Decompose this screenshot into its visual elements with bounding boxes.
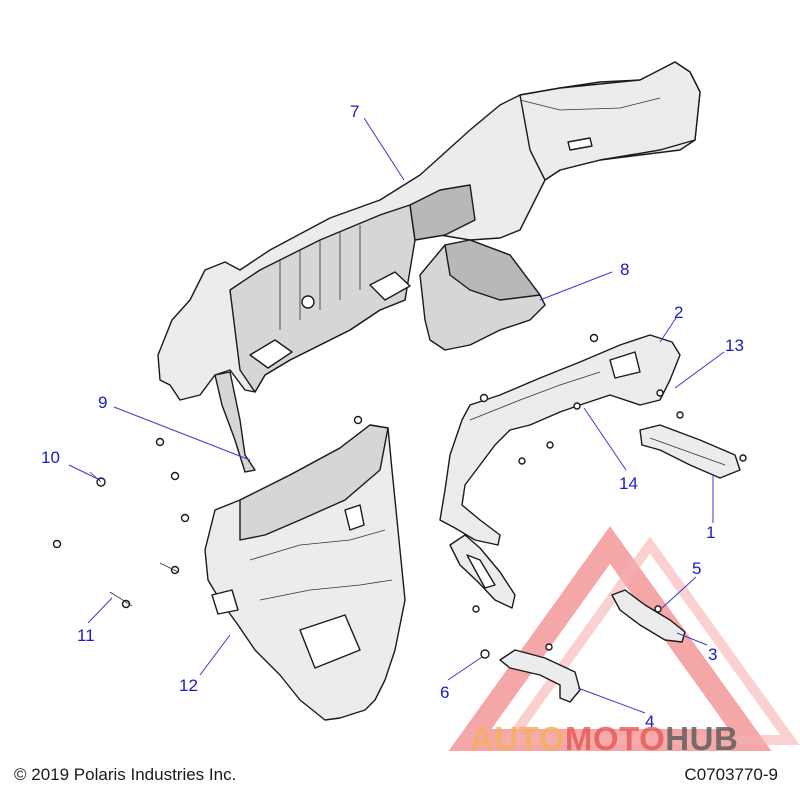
part-2-bracket <box>439 334 681 546</box>
callout-3: 3 <box>708 645 717 664</box>
callout-13: 13 <box>725 336 744 355</box>
callout-10: 10 <box>41 448 60 467</box>
copyright-text: © 2019 Polaris Industries Inc. <box>14 765 237 784</box>
part-3-bracket <box>611 589 686 643</box>
callout-labels: 1 2 3 4 5 6 7 8 9 10 11 12 13 14 <box>41 102 744 731</box>
part-4-bracket <box>499 649 581 703</box>
callout-12: 12 <box>179 676 198 695</box>
watermark-moto: MOTO <box>564 720 666 757</box>
bolt-5 <box>654 605 662 613</box>
fasteners <box>52 333 747 659</box>
callout-14: 14 <box>619 474 638 493</box>
diagram-code: C0703770-9 <box>684 765 778 784</box>
bolt-6 <box>480 649 490 659</box>
leader-lines <box>68 117 725 714</box>
part-7-panel <box>157 61 701 473</box>
part-12-lower-cover <box>204 424 406 721</box>
callout-11: 11 <box>77 626 95 645</box>
callout-9: 9 <box>98 393 107 412</box>
part-8-bracket <box>419 239 546 351</box>
callout-8: 8 <box>620 260 629 279</box>
callout-6: 6 <box>440 683 449 702</box>
callout-5: 5 <box>692 559 701 578</box>
watermark-text: AUTOMOTOHUB <box>470 720 738 758</box>
part-1-bracket <box>639 424 741 479</box>
part-bracket-lower-left <box>449 534 516 609</box>
callout-4: 4 <box>645 712 654 731</box>
callout-2: 2 <box>674 303 683 322</box>
watermark-hub: HUB <box>665 720 739 757</box>
watermark-auto: AUTO <box>470 720 565 757</box>
watermark-logo <box>448 526 800 751</box>
callout-7: 7 <box>350 102 359 121</box>
callout-1: 1 <box>706 523 715 542</box>
